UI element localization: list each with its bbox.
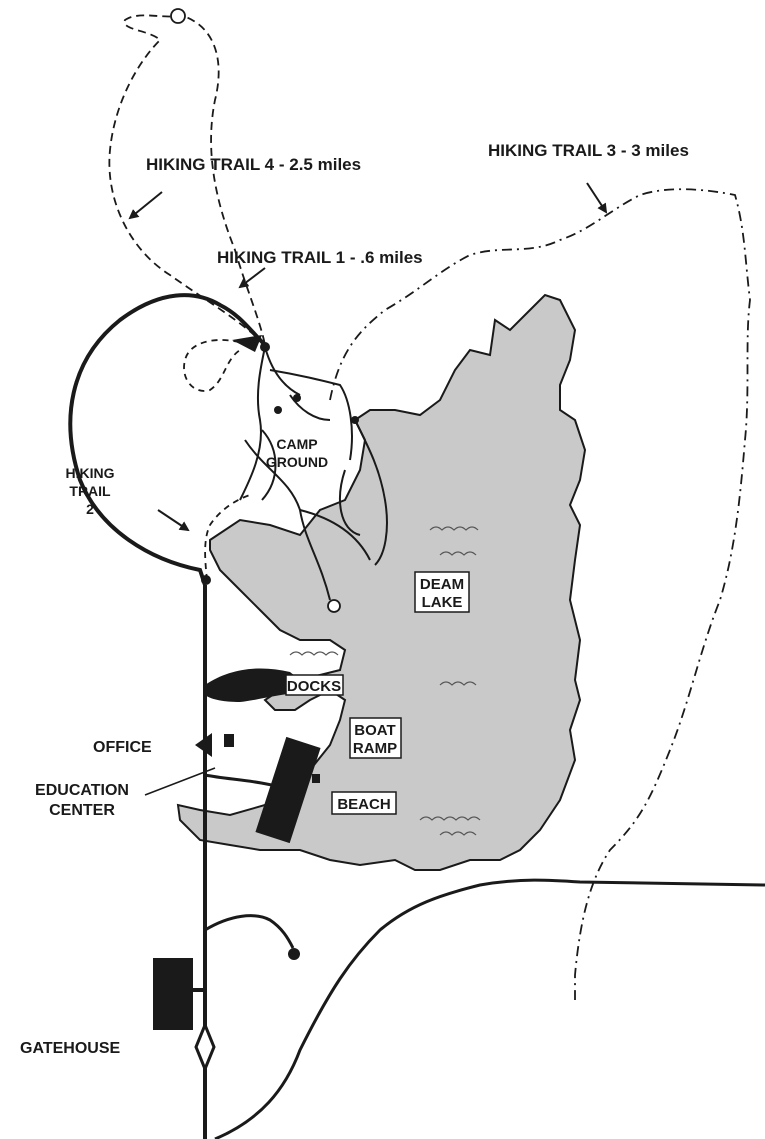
park-boundary [214,878,765,1139]
campground-label-line2: GROUND [266,454,328,470]
office-label: OFFICE [93,739,152,756]
trail-4-label: HIKING TRAIL 4 - 2.5 miles [146,155,361,174]
boat-ramp-label-line1: BOAT [354,722,395,739]
office-building [224,734,234,747]
trail-4-end-marker [170,8,186,24]
office-dark-area [205,668,309,702]
campsite-marker-open [327,599,341,613]
hiking-trail-2 [204,494,251,581]
trail-1-label: HIKING TRAIL 1 - .6 miles [217,248,423,267]
trail-2-arrow [157,509,190,532]
boat-ramp-box [349,717,402,759]
edu-center-pointer-line [144,767,216,796]
education-center-label-line1: EDUCATION [35,782,129,799]
docks-label: DOCKS [287,678,341,695]
outer-loop-road [68,293,267,586]
campground-roads [239,346,388,601]
trail-4-arrow [128,191,163,220]
beach-box [331,791,397,815]
campsite-marker-1 [274,406,282,414]
trail-3-label: HIKING TRAIL 3 - 3 miles [488,141,689,160]
trail-3-arrow [586,182,608,214]
trail-2-label-line1: HIKING [66,465,115,481]
gatehouse-gate-diamond [194,1021,216,1073]
trailhead-arrow [232,335,262,352]
deam-lake-box [414,571,470,613]
campsite-marker-3 [351,416,359,424]
boat-ramp-label-line2: RAMP [353,740,397,757]
office-pointer [195,733,212,757]
hiking-trail-1 [183,339,251,392]
hiking-trail-3 [329,188,751,1000]
lower-spur-road [204,914,295,949]
lake-ripples [289,526,481,836]
deam-lake-water [176,293,587,871]
education-center-building [255,736,321,844]
hiking-trail-4 [108,14,266,346]
gatehouse-label: GATEHOUSE [20,1040,120,1057]
trail-1-arrow [238,267,266,289]
gatehouse-building [153,958,193,1030]
campsite-marker-2 [293,394,301,402]
road-junction-bottom [201,575,211,585]
spur-road-end [288,948,300,960]
beach-kiosk [312,774,320,783]
deam-lake-label-line1: DEAM [420,576,464,593]
docks-box [285,674,344,696]
education-center-label-line2: CENTER [49,802,115,819]
deam-lake-label-line2: LAKE [422,594,463,611]
campground-label-line1: CAMP [276,436,317,452]
beach-label: BEACH [337,796,390,813]
trail-2-label-line3: 2 [86,501,94,517]
trail-2-label-line2: TRAIL [69,483,111,499]
